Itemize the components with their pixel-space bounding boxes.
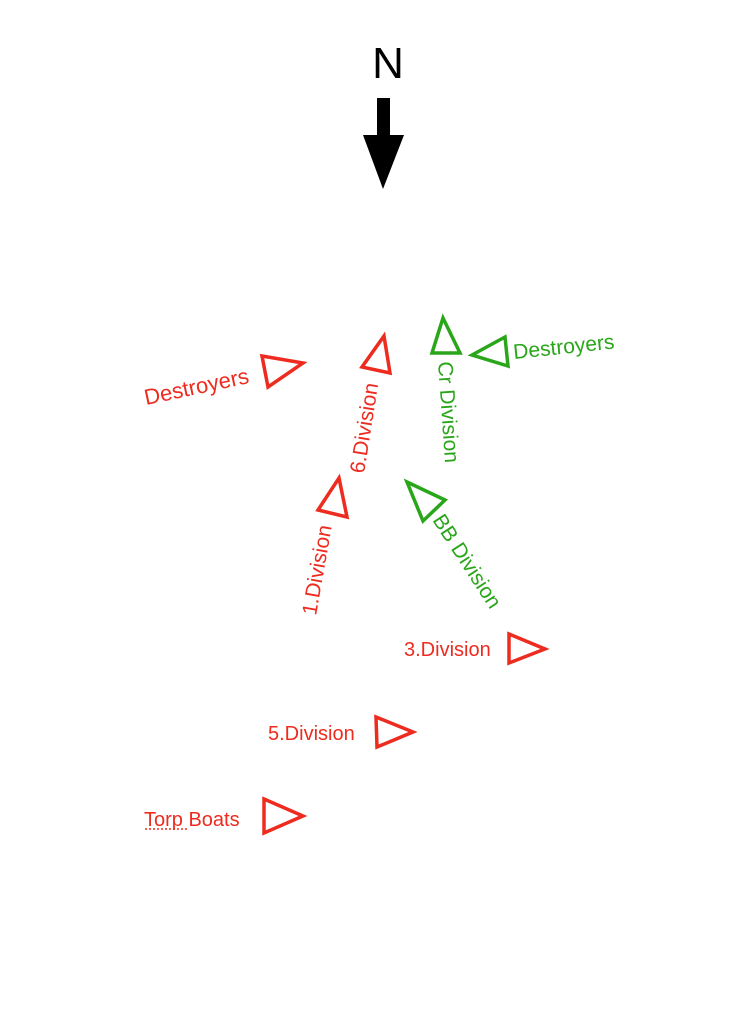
red-5-division-unit: 5.Division — [268, 714, 418, 750]
ship-triangle-icon — [262, 796, 308, 836]
red-destroyers-label: Destroyers — [142, 363, 251, 410]
ship-triangle-icon — [259, 353, 308, 390]
ship-triangle-icon — [359, 331, 393, 376]
red-3-division-unit: 3.Division — [404, 631, 550, 666]
ship-triangle-icon — [374, 714, 418, 750]
red-destroyers-unit: Destroyers — [142, 353, 308, 410]
ship-triangle-icon — [429, 313, 463, 355]
green-cruiser-division-unit: Cr Division — [429, 313, 463, 464]
ship-triangle-icon — [315, 473, 350, 520]
red-torpedo-boats-label: Torp Boats — [144, 809, 240, 831]
green-cruiser-division-label: Cr Division — [433, 361, 463, 464]
green-destroyers-unit: Destroyers — [467, 330, 615, 369]
green-battleship-division-label: BB Division — [428, 510, 506, 613]
green-destroyers-label: Destroyers — [512, 330, 615, 363]
ship-triangle-icon — [403, 478, 449, 525]
boats-word: Boats — [183, 809, 240, 831]
red-5-division-label: 5.Division — [268, 723, 355, 745]
north-arrow-icon — [363, 98, 404, 189]
red-torpedo-boats-unit: Torp Boats — [144, 796, 308, 836]
north-label: N — [372, 39, 404, 88]
red-1-division-label: 1.Division — [298, 523, 336, 617]
red-6-division-unit: 6.Division — [346, 331, 393, 475]
torp-word: Torp — [144, 809, 183, 831]
red-6-division-label: 6.Division — [346, 381, 383, 475]
green-battleship-division-unit: BB Division — [403, 478, 506, 613]
red-1-division-unit: 1.Division — [298, 473, 350, 617]
ship-triangle-icon — [507, 631, 550, 666]
red-3-division-label: 3.Division — [404, 639, 491, 661]
ship-triangle-icon — [467, 334, 511, 369]
